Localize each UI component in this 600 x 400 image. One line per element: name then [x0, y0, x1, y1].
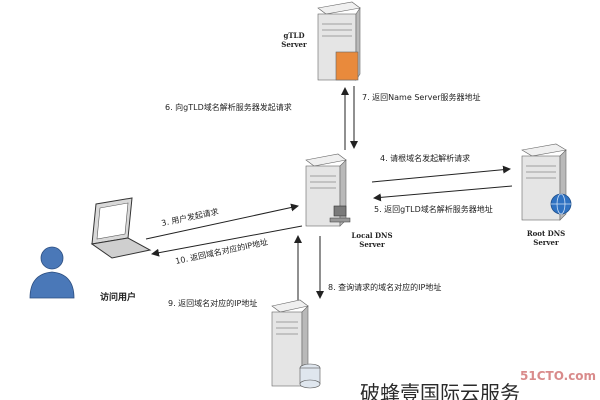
gtld-label-2: Server — [281, 40, 307, 49]
authoritative-server-icon — [271, 299, 321, 389]
root-label-2: Server — [533, 238, 559, 247]
gtld-server-icon — [317, 1, 361, 81]
laptop-icon — [90, 197, 152, 259]
local-dns-server-icon — [305, 153, 351, 227]
step6-label: 6. 向gTLD域名解析服务器发起请求 — [165, 102, 292, 112]
person-icon — [29, 246, 75, 299]
watermark-brand: 破蜂壹国际云服务 — [360, 381, 520, 400]
root-label-1: Root DNS — [527, 229, 565, 238]
local-label-2: Server — [359, 240, 385, 249]
gtld-accent-panel — [335, 51, 359, 81]
arrow-step4 — [371, 165, 511, 183]
arrow-step5 — [373, 185, 513, 202]
arrow-step10 — [151, 225, 303, 257]
gtld-label-1: gTLD — [283, 31, 304, 40]
arrow-step3 — [145, 203, 299, 240]
step5-label: 5. 返回gTLD域名解析服务器地址 — [374, 204, 493, 214]
user-label: 访问用户 — [100, 291, 136, 303]
local-label-1: Local DNS — [351, 231, 392, 240]
step9-label: 9. 返回域名对应的IP地址 — [168, 298, 257, 308]
watermark-site: 51CTO.com — [520, 369, 596, 383]
step7-label: 7. 返回Name Server服务器地址 — [362, 92, 481, 102]
root-dns-server-icon — [521, 143, 572, 221]
step4-label: 4. 请根域名发起解析请求 — [380, 153, 470, 163]
local-server-monitor-icon — [333, 205, 347, 217]
step8-label: 8. 查询请求的域名对应的IP地址 — [328, 282, 441, 292]
